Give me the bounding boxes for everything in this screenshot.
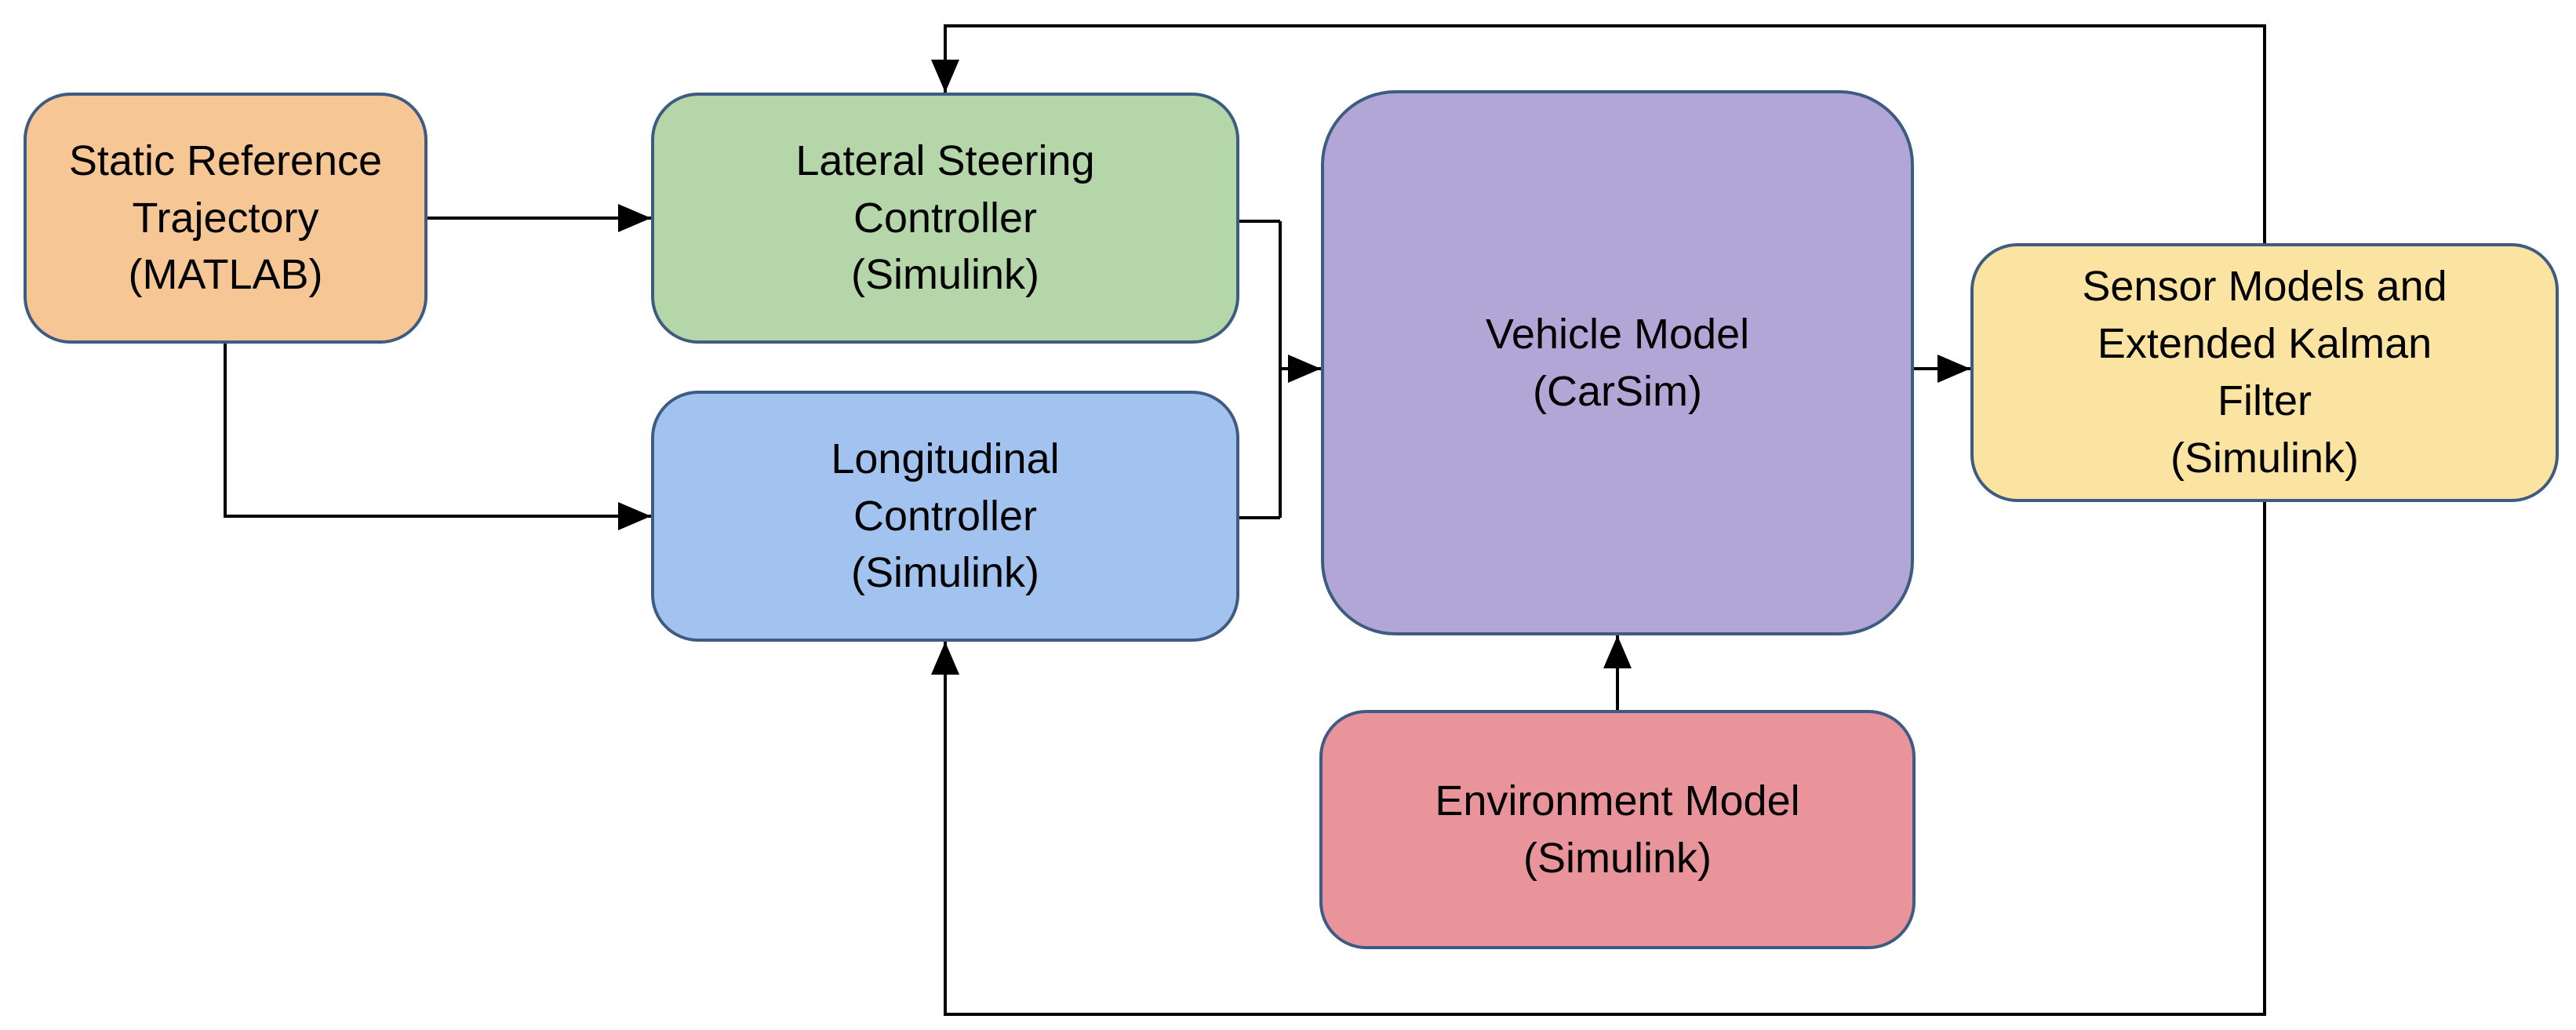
node-label-line: Longitudinal [831, 435, 1060, 482]
node-label-line: (Simulink) [850, 549, 1040, 597]
node-label-line: Controller [853, 194, 1038, 242]
node-lateral-steering-controller: Lateral Steering Controller (Simulink) [651, 93, 1239, 344]
connector-feedback-top [931, 24, 2266, 243]
node-label-line: Controller [853, 492, 1038, 540]
node-environment-model: Environment Model (Simulink) [1319, 710, 1916, 949]
node-sensor-models-ekf: Sensor Models and Extended Kalman Filter… [1970, 243, 2559, 502]
node-vehicle-model: Vehicle Model (CarSim) [1321, 90, 1914, 635]
node-label-line: (Simulink) [2170, 434, 2360, 482]
connector-trajectory-to-longitudinal [224, 344, 651, 530]
node-label-line: (Simulink) [1523, 834, 1712, 882]
node-label-line: Static Reference [68, 136, 383, 184]
node-label-line: Lateral Steering [795, 136, 1095, 184]
node-label-line: Vehicle Model [1485, 310, 1750, 358]
node-longitudinal-controller: Longitudinal Controller (Simulink) [651, 391, 1239, 642]
node-label-line: (Simulink) [850, 251, 1040, 299]
node-label-line: Extended Kalman [2097, 320, 2432, 368]
connector-feedback-bottom [931, 502, 2266, 1016]
node-label-line: Sensor Models and [2082, 263, 2447, 311]
node-label-line: Trajectory [132, 194, 319, 242]
node-label-line: Environment Model [1435, 777, 1800, 824]
node-label-line: Filter [2218, 377, 2312, 424]
node-label-line: (MATLAB) [128, 251, 323, 299]
node-label-line: (CarSim) [1533, 367, 1702, 415]
node-static-reference-trajectory: Static Reference Trajectory (MATLAB) [24, 93, 428, 344]
